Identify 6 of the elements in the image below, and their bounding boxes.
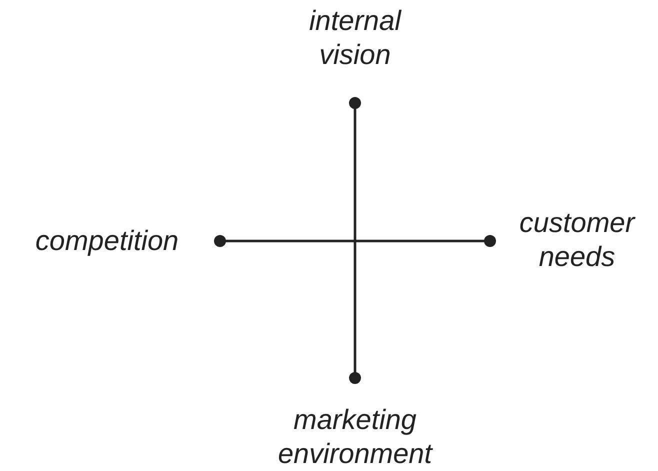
node-label: competition bbox=[35, 224, 179, 258]
node-label: marketing environment bbox=[276, 403, 434, 471]
connector-line bbox=[214, 235, 496, 247]
node-label: customer needs bbox=[518, 206, 636, 274]
connector-line bbox=[349, 97, 361, 384]
node-label: internal vision bbox=[308, 4, 402, 72]
